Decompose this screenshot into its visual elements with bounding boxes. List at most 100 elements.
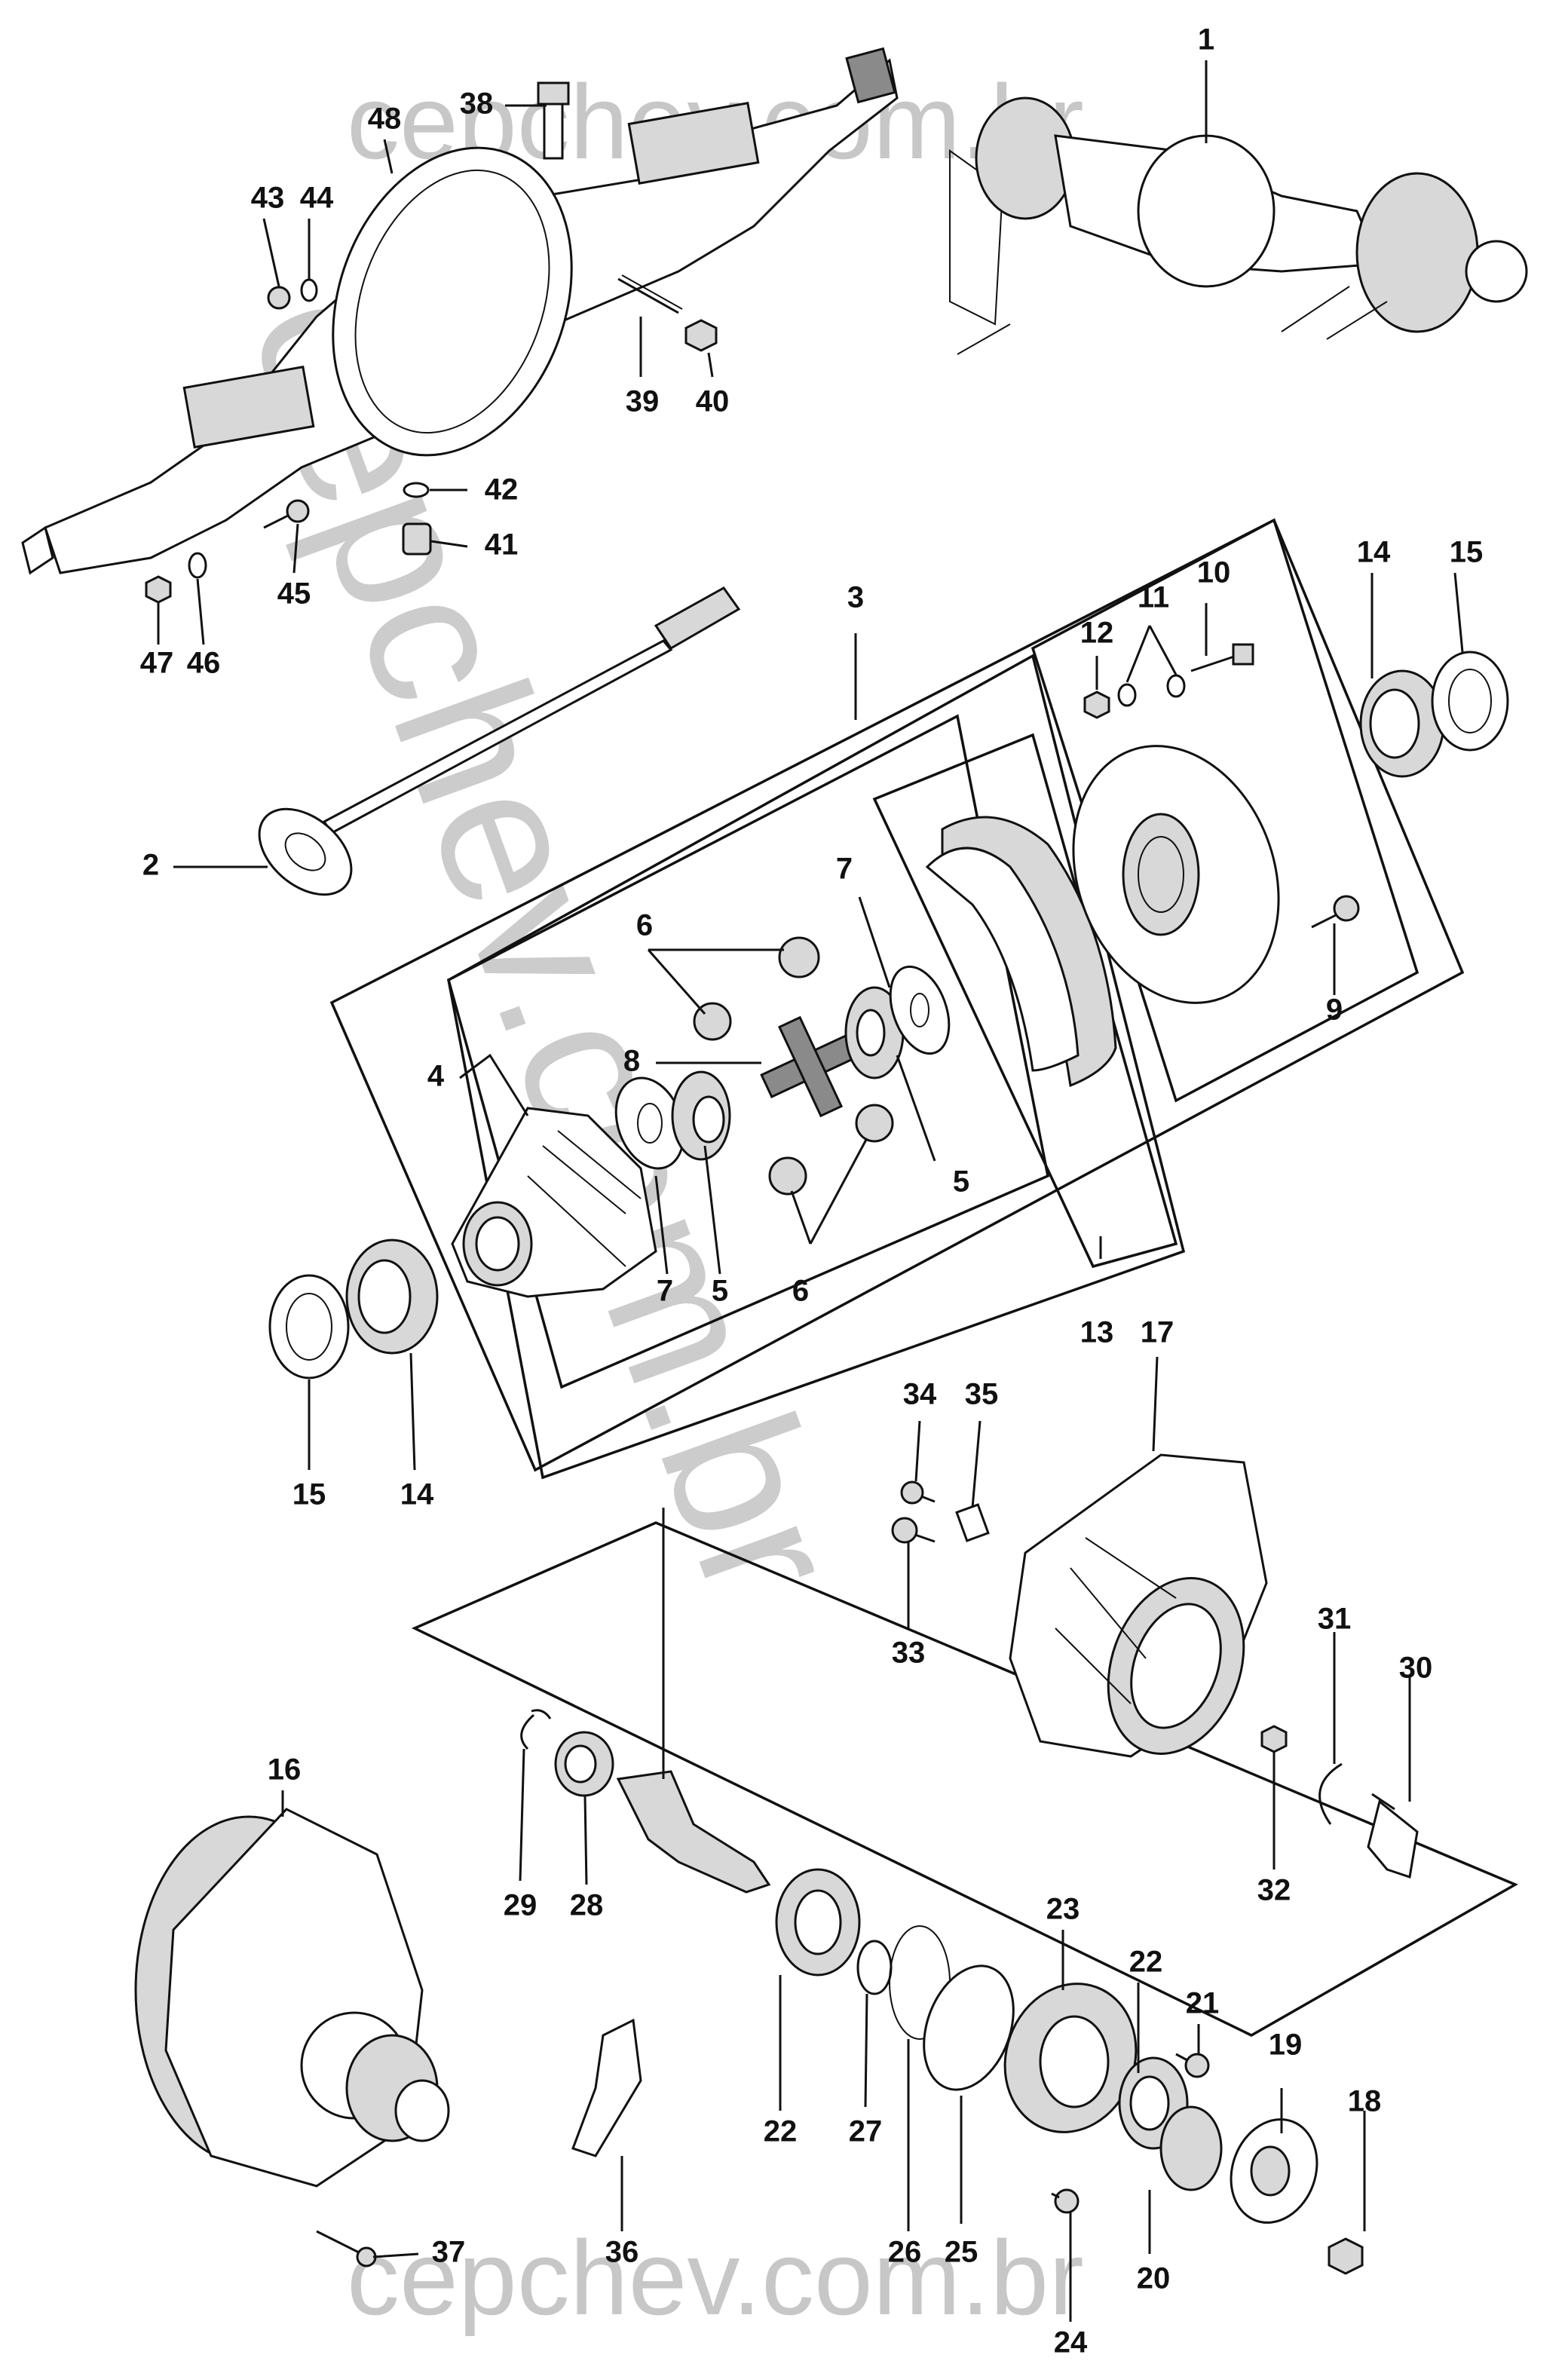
side-gear-5-right xyxy=(844,986,905,1079)
callout-25: 25 xyxy=(945,2236,978,2269)
callout-33: 33 xyxy=(892,1637,926,1670)
callout-3: 3 xyxy=(847,581,864,614)
callout-44: 44 xyxy=(300,182,334,215)
nut-47 xyxy=(145,575,172,604)
callout-26: 26 xyxy=(888,2236,922,2269)
axle-housing xyxy=(21,47,899,575)
callout-23: 23 xyxy=(1046,1893,1080,1926)
screw-43 xyxy=(267,286,291,310)
callout-20: 20 xyxy=(1137,2262,1171,2295)
callout-37: 37 xyxy=(432,2236,466,2269)
box-ring-gear xyxy=(872,733,1178,1269)
callout-21: 21 xyxy=(1186,1987,1220,2020)
ring-gear xyxy=(925,816,1117,1088)
callout-labels: 1 2 3 4 5 5 6 6 7 7 8 9 10 11 12 13 14 1… xyxy=(140,23,1484,2359)
callout-31: 31 xyxy=(1318,1603,1352,1636)
callout-14-top: 14 xyxy=(1357,536,1391,569)
screw-33 xyxy=(891,1517,936,1544)
carrier-housing xyxy=(1009,1453,1268,1758)
callout-43: 43 xyxy=(251,182,285,215)
callout-9: 9 xyxy=(1326,994,1343,1027)
callout-15-top: 15 xyxy=(1450,536,1484,569)
bearing-cup-15-upper xyxy=(1431,651,1509,752)
callout-29: 29 xyxy=(504,1889,537,1922)
callout-6-top: 6 xyxy=(636,909,653,942)
callout-11: 11 xyxy=(1138,581,1169,614)
flange-19 xyxy=(1230,2118,1318,2224)
axle-shaft xyxy=(258,586,741,896)
lock-plate-31 xyxy=(1318,1762,1343,1825)
seal-20 xyxy=(1159,2105,1223,2191)
washer-42 xyxy=(403,482,430,498)
washer-11b xyxy=(1166,674,1186,698)
nut-12 xyxy=(1083,691,1110,719)
pinion-gear-6-top xyxy=(778,936,820,978)
callout-24: 24 xyxy=(1054,2326,1088,2359)
bolt-21 xyxy=(1175,2053,1210,2078)
callout-6-bottom: 6 xyxy=(792,1275,809,1308)
callout-39: 39 xyxy=(626,385,660,418)
breather-bolt-38 xyxy=(537,81,570,160)
callout-45: 45 xyxy=(277,577,311,611)
stud-39 xyxy=(617,274,683,314)
differential-flange xyxy=(1072,745,1280,1004)
callout-40: 40 xyxy=(696,385,730,418)
callout-42: 42 xyxy=(485,473,519,507)
bracket-36 xyxy=(571,2018,642,2157)
callout-46: 46 xyxy=(187,647,221,680)
bearing-14-upper xyxy=(1359,669,1445,778)
callout-7-top: 7 xyxy=(836,853,853,886)
callout-36: 36 xyxy=(605,2236,639,2269)
bolt-24 xyxy=(1051,2188,1080,2214)
callout-13: 13 xyxy=(1080,1316,1114,1349)
pinion-gear-6-bottom xyxy=(768,1156,807,1196)
callout-16: 16 xyxy=(268,1753,302,1787)
pinion-cage-23 xyxy=(1003,1983,1138,2133)
callout-28: 28 xyxy=(570,1889,604,1922)
bolt-45 xyxy=(263,499,310,529)
callout-38: 38 xyxy=(460,87,494,121)
callout-35: 35 xyxy=(965,1378,999,1411)
leader-lines xyxy=(157,60,1464,2322)
callout-18: 18 xyxy=(1348,2085,1382,2118)
callout-19: 19 xyxy=(1269,2029,1303,2062)
callout-4: 4 xyxy=(427,1060,445,1093)
bearing-28 xyxy=(554,1731,614,1797)
watermark-bottom: cepchev.com.br xyxy=(347,2218,1084,2337)
callout-7-bottom: 7 xyxy=(657,1275,673,1308)
adjuster-lock-30 xyxy=(1367,1793,1419,1879)
callout-12: 12 xyxy=(1080,617,1114,650)
side-gear-5-left xyxy=(671,1070,731,1161)
callout-30: 30 xyxy=(1399,1652,1433,1685)
callout-48: 48 xyxy=(368,103,402,136)
thrust-washer-7-right xyxy=(889,965,951,1055)
callout-32: 32 xyxy=(1257,1874,1291,1907)
callout-5-left: 5 xyxy=(712,1275,728,1308)
callout-15-bottom: 15 xyxy=(292,1478,326,1511)
drive-pinion xyxy=(616,1508,771,1894)
washer-44 xyxy=(300,278,318,302)
pinion-gear-6-right xyxy=(855,1104,894,1143)
callout-2: 2 xyxy=(142,849,159,882)
callout-27: 27 xyxy=(849,2115,883,2148)
callout-41: 41 xyxy=(485,528,519,562)
box-differential-outer xyxy=(329,518,1465,1472)
nut-40 xyxy=(684,319,718,352)
callout-47: 47 xyxy=(140,647,174,680)
clip-35 xyxy=(955,1503,990,1542)
callout-14-bottom: 14 xyxy=(400,1478,434,1511)
bearing-22-left xyxy=(775,1868,861,1977)
bolt-10 xyxy=(1190,643,1254,672)
callout-22-right: 22 xyxy=(1129,1946,1163,1979)
bolt-9 xyxy=(1311,895,1360,929)
callout-34: 34 xyxy=(903,1378,937,1411)
callout-22-left: 22 xyxy=(764,2115,798,2148)
spider-cross-8 xyxy=(760,1015,869,1118)
callout-5-right: 5 xyxy=(953,1165,969,1199)
callout-1: 1 xyxy=(1198,23,1214,57)
spacer-27 xyxy=(856,1940,893,1995)
bearing-14-lower xyxy=(345,1239,439,1355)
snap-ring-29 xyxy=(520,1709,552,1750)
box-differential-inner xyxy=(447,654,1186,1480)
